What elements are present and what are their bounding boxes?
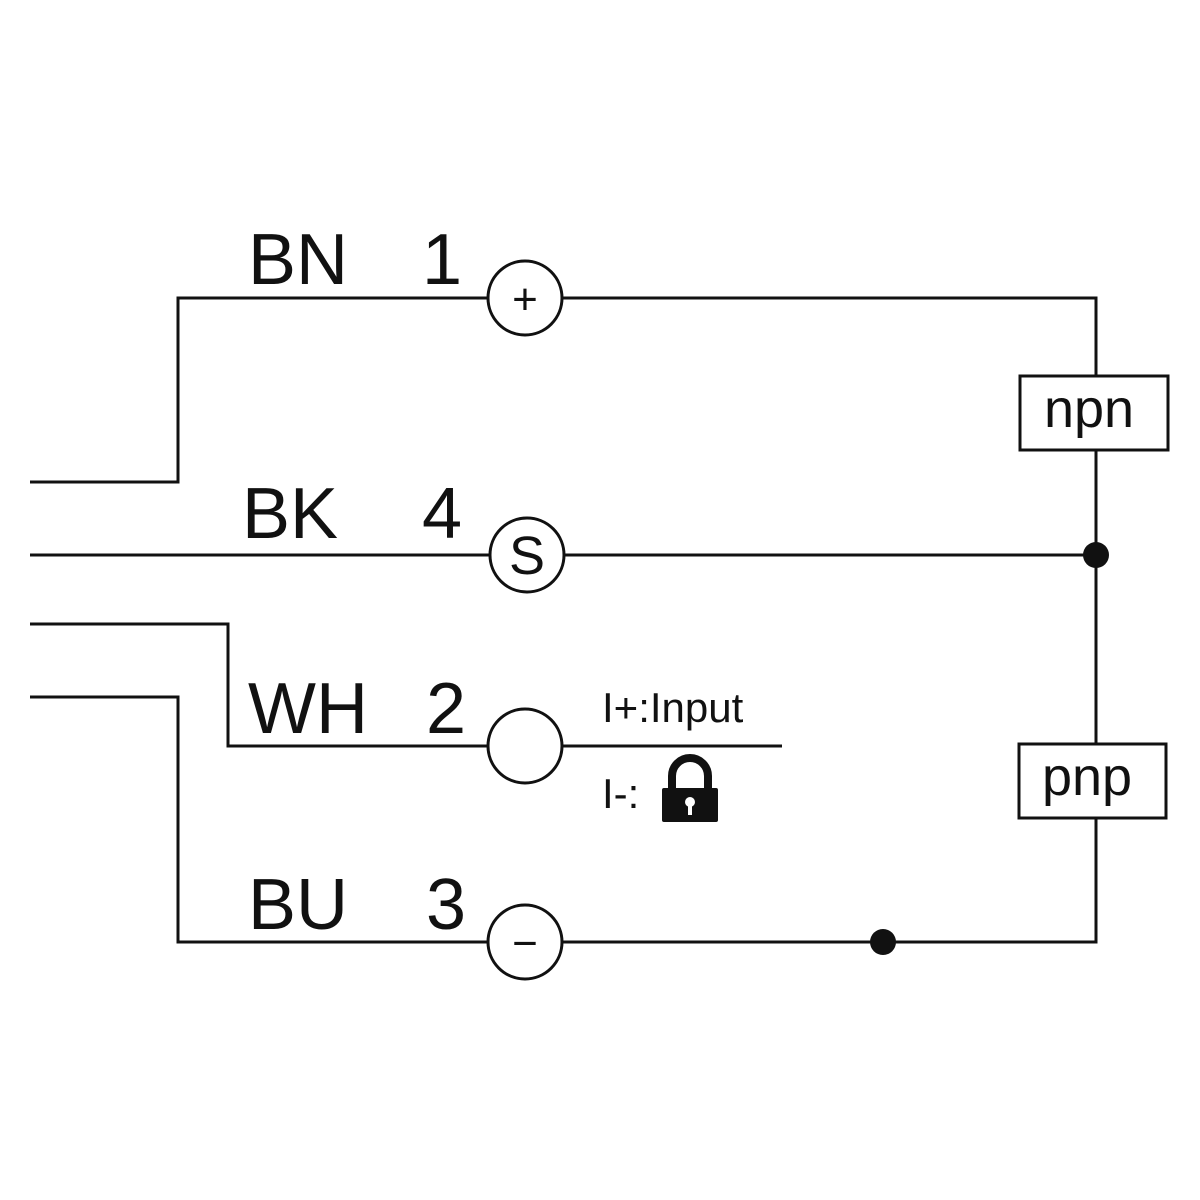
wire-color-bk: BK [242, 474, 338, 554]
pnp-label: pnp [1042, 747, 1132, 807]
lock-icon [662, 754, 718, 822]
terminal-wh [486, 707, 564, 785]
pin-number-3: 3 [426, 865, 466, 945]
terminal-bu-symbol: − [512, 919, 538, 968]
wire-bn-right [562, 296, 1098, 376]
pin-number-4: 4 [422, 474, 462, 554]
junction-dot-bu [870, 929, 896, 955]
input-plus-label: I+:Input [602, 684, 744, 731]
wire-color-bu: BU [248, 865, 348, 945]
terminal-bu [486, 903, 564, 981]
pnp-box [1017, 742, 1168, 820]
wire-bn-lead [30, 296, 488, 484]
wire-color-wh: WH [248, 669, 368, 749]
junction-dot-bk [1083, 542, 1109, 568]
input-minus-label: I-: [602, 770, 639, 817]
terminal-bk [488, 516, 566, 594]
wire-color-bn: BN [248, 220, 348, 300]
pin-number-2: 2 [426, 669, 466, 749]
terminal-bn [486, 259, 564, 337]
terminal-bn-symbol: + [512, 275, 538, 324]
wire-bu-lead [30, 695, 488, 944]
terminal-bk-symbol: S [509, 526, 545, 586]
npn-box [1018, 374, 1170, 452]
pin-number-1: 1 [422, 220, 462, 300]
npn-label: npn [1044, 379, 1134, 439]
wire-wh-lead [30, 622, 488, 748]
wire-pnp-to-bu [562, 818, 1098, 944]
